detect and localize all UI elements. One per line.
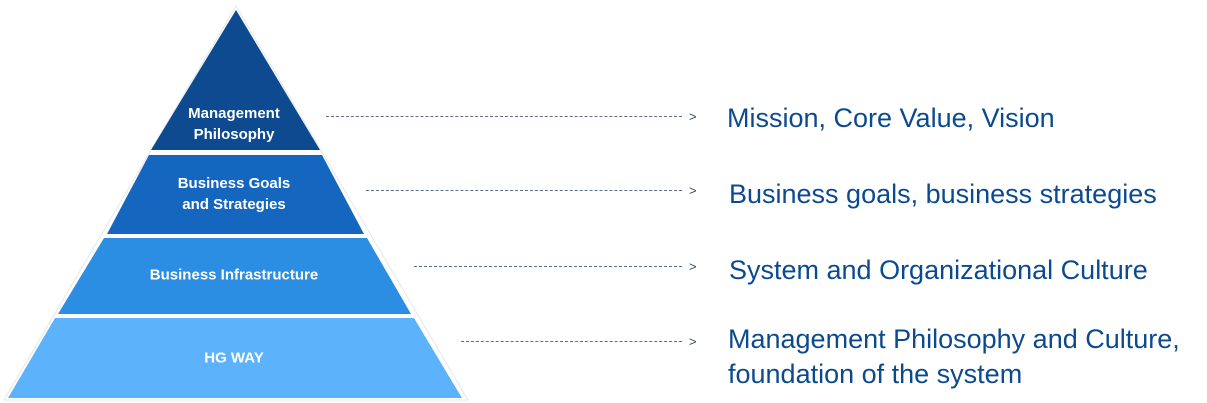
connector-line-3 xyxy=(414,266,682,267)
tier-business-infrastructure-shape xyxy=(58,238,411,314)
description-business-goals: Business goals, business strategies xyxy=(729,179,1157,209)
tier-label-management-philosophy: Management Philosophy xyxy=(188,105,280,143)
tier-label-business-goals: Business Goals and Strategies xyxy=(177,175,291,213)
arrow-icon-4: > xyxy=(689,334,697,349)
connector-line-2 xyxy=(366,190,682,191)
tier-label-business-infrastructure: Business Infrastructure xyxy=(149,266,319,284)
arrow-icon-1: > xyxy=(689,109,697,124)
connector-line-1 xyxy=(326,116,682,117)
tier-label-hg-way: HG WAY xyxy=(204,349,264,367)
description-hg-way: Management Philosophy and Culture, found… xyxy=(728,324,1180,389)
arrow-icon-3: > xyxy=(689,259,697,274)
tier-management-philosophy-shape xyxy=(151,10,320,150)
description-mission: Mission, Core Value, Vision xyxy=(727,103,1055,133)
arrow-icon-2: > xyxy=(689,183,697,198)
pyramid-diagram xyxy=(3,5,469,401)
tier-hg-way-shape xyxy=(8,318,462,398)
description-system-culture: System and Organizational Culture xyxy=(729,255,1148,285)
connector-line-4 xyxy=(461,341,682,342)
tier-business-goals-shape xyxy=(107,155,364,234)
